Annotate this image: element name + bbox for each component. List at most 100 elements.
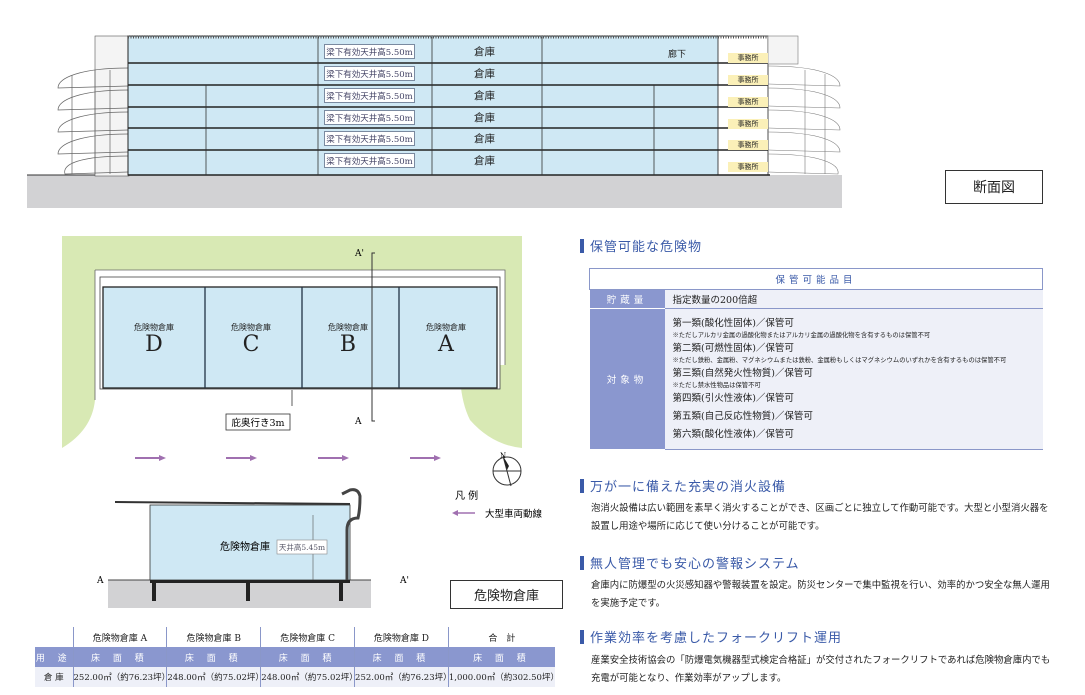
warehouse-block [102,286,498,389]
north-compass-icon: N [492,452,522,487]
area-cell: 248.00㎡（約75.02坪） [166,667,264,687]
area-cell: 1,000.00㎡（約302.50坪） [447,667,559,687]
area-cell: 合 計 [447,627,555,647]
spiral-ramp-left [57,67,129,175]
eaves-label: 庇奥行き3m [231,417,284,429]
target-items: 第一類(酸化性固体)／保管可 ※ただしアルカリ金属の過酸化物またはアルカリ金属の過… [664,308,1043,450]
warehouse-label: 倉庫 [474,68,495,80]
feature-heading: 作業効率を考慮したフォークリフト運用 [580,627,842,646]
office-label: 事務所 [728,140,768,150]
ceiling-height-label: 梁下有効天井高5.50m [324,88,415,103]
building [127,35,729,176]
ceiling-height-label: 梁下有効天井高5.50m [324,131,415,146]
unit-name: 危険物倉庫 [134,323,174,332]
ground [27,175,842,208]
office-label: 事務所 [728,97,768,107]
target-item-note: ※ただしアルカリ金属の過酸化物またはアルカリ金属の過酸化物を含有するものは保管不… [672,331,931,339]
heading-text: 作業効率を考慮したフォークリフト運用 [590,631,843,646]
feature-body: 倉庫内に防爆型の火災感知器や警報装置を設定。防災センターで集中監視を行い、効率的… [591,580,1050,609]
area-cell: 用 途 [35,647,73,667]
unit-letter: C [242,332,260,357]
office-label: 事務所 [728,75,768,85]
feature-heading: 万が一に備えた充実の消火設備 [580,476,786,495]
area-cell: 252.00㎡（約76.23坪） [72,667,170,687]
elevation-room-label: 危険物倉庫 [220,540,270,553]
target-item-note: ※ただし禁水性物品は保管不可 [672,381,761,389]
ceiling-height-label: 梁下有効天井高5.50m [324,44,415,59]
target-item: 第五類(自己反応性物質)／保管可 [672,410,813,422]
floor-plan-diagram: A' A 庇奥行き3m N 凡 例 大型車両動線 天井高5.45m 危険物倉庫 … [62,236,543,608]
plan-caption: 危険物倉庫 [450,580,563,609]
legend-title: 凡 例 [455,489,478,502]
feature-body: 泡消火設備は広い範囲を素早く消火することができ、区画ごとに独立して作動可能です。… [591,503,1049,532]
area-cell: 危険物倉庫 B [166,627,261,647]
green-area [62,236,522,448]
area-cell [35,627,73,647]
unit-letter: B [339,332,357,357]
elevation-height: 天井高5.45m [279,542,325,552]
target-item-note: ※ただし鉄粉、金属粉、マグネシウムまたは鉄粉、金属粉もしくはマグネシウムのいずれ… [672,356,1007,364]
feature-heading: 無人管理でも安心の警報システム [580,553,800,572]
target-item: 第六類(酸化性液体)／保管可 [672,428,794,440]
svg-text:N: N [500,452,506,460]
office-label: 事務所 [728,119,768,129]
target-item: 第四類(引火性液体)／保管可 [672,392,794,404]
heading-bar [580,629,584,644]
heading-text: 無人管理でも安心の警報システム [590,557,800,572]
warehouse-label: 倉庫 [474,90,495,102]
feature-body: 産業安全技術協会の「防爆電気機器型式検定合格証」が交付されたフォークリフトであれ… [591,655,1051,684]
target-item: 第二類(可燃性固体)／保管可 [672,342,794,354]
heading-bar [580,478,584,493]
area-cell: 252.00㎡（約76.23坪） [354,667,452,687]
heading-text: 保管可能な危険物 [590,240,703,255]
spiral-ramp-right [767,35,841,175]
area-cell: 危険物倉庫 C [260,627,355,647]
unit-letter: A [438,332,454,357]
legend-item: 大型車両動線 [485,508,543,520]
section-marker-top: A' [354,249,364,259]
warehouse-label: 倉庫 [474,133,495,145]
area-cell: 床 面 積 [260,647,355,667]
table-title: 保管可能品目 [589,268,1043,290]
warehouse-label: 倉庫 [474,112,495,124]
office-label: 事務所 [728,162,768,172]
ceiling-height-label: 梁下有効天井高5.50m [324,110,415,125]
elevation-marker-left: A [96,576,104,586]
ceiling-height-label: 梁下有効天井高5.50m [324,66,415,81]
corridor-label: 廊下 [668,50,687,60]
area-cell: 床 面 積 [166,647,261,667]
target-item: 第一類(酸化性固体)／保管可 [672,317,794,329]
storable-heading: 保管可能な危険物 [580,236,702,255]
section-marker-bottom: A [354,417,362,427]
section-caption: 断面図 [945,170,1043,204]
storage-value: 指定数量の200倍超 [664,289,1043,309]
heading-text: 万が一に備えた充実の消火設備 [590,480,787,495]
heading-bar [580,555,584,570]
area-cell: 床 面 積 [354,647,449,667]
heading-bar [580,238,584,253]
unit-letter: D [145,332,163,357]
storable-table: 保管可能品目 貯蔵量指定数量の200倍超 対象物第一類(酸化性固体)／保管可※た… [589,268,1043,450]
elevation-marker-right: A' [399,576,409,586]
ceiling-height-label: 梁下有効天井高5.50m [324,153,415,168]
area-cell: 248.00㎡（約75.02坪） [260,667,358,687]
unit-name: 危険物倉庫 [328,323,368,332]
unit-name: 危険物倉庫 [231,323,271,332]
area-cell: 倉 庫 [35,667,73,687]
office-label: 事務所 [728,53,768,63]
warehouse-label: 倉庫 [474,155,495,167]
area-cell: 床 面 積 [447,647,555,667]
vehicle-route-arrows [135,455,441,461]
target-item: 第三類(自然発火性物質)／保管可 [672,367,813,379]
warehouse-label: 倉庫 [474,46,495,58]
area-cell: 危険物倉庫 A [72,627,167,647]
target-label: 対象物 [589,308,665,450]
area-cell: 危険物倉庫 D [354,627,449,647]
area-cell: 床 面 積 [72,647,167,667]
unit-name: 危険物倉庫 [426,323,466,332]
